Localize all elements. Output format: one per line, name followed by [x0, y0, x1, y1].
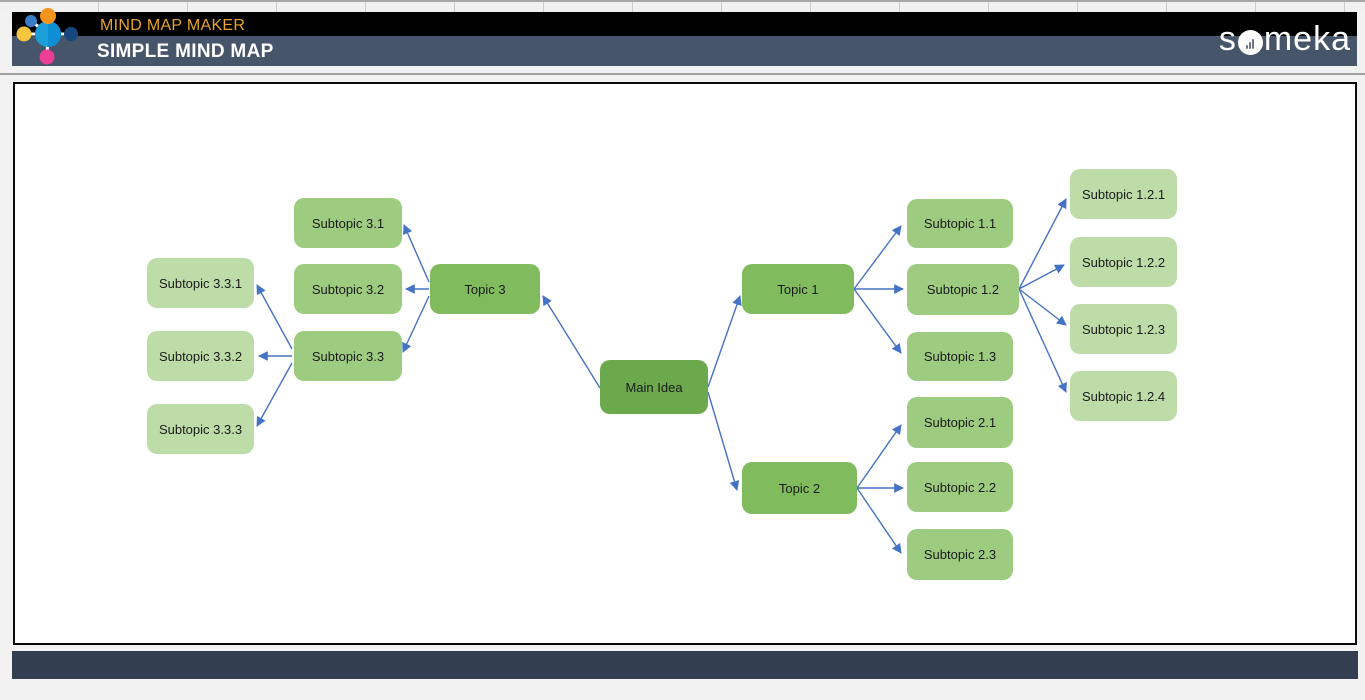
- connector-arrow-topic-3-to-subtopic-3-1: [403, 224, 430, 283]
- someka-logo-text-right: meka: [1263, 20, 1351, 58]
- connector-arrow-subtopic-3-3-to-subtopic-3-3-3: [256, 362, 293, 427]
- connector-arrow-subtopic-1-2-to-subtopic-1-2-1: [1018, 198, 1067, 290]
- node-subtopic-2-2[interactable]: Subtopic 2.2: [907, 462, 1013, 512]
- node-subtopic-3-3-2[interactable]: Subtopic 3.3.2: [147, 331, 254, 381]
- someka-logo-chart-icon: [1237, 30, 1263, 55]
- connector-arrow-main-idea-to-topic-1: [707, 295, 742, 388]
- connector-layer: [256, 198, 1067, 554]
- node-subtopic-3-2[interactable]: Subtopic 3.2: [294, 264, 402, 314]
- connector-arrow-main-idea-to-topic-3: [542, 295, 601, 389]
- connector-arrow-main-idea-to-topic-2: [707, 391, 740, 491]
- node-topic-2[interactable]: Topic 2: [742, 462, 857, 514]
- app-title-bar: [12, 12, 1357, 36]
- page-title-bar: [12, 36, 1357, 66]
- node-subtopic-3-1[interactable]: Subtopic 3.1: [294, 198, 402, 248]
- node-subtopic-1-2-3[interactable]: Subtopic 1.2.3: [1070, 304, 1177, 354]
- node-subtopic-1-2[interactable]: Subtopic 1.2: [907, 264, 1019, 315]
- node-subtopic-1-2-1[interactable]: Subtopic 1.2.1: [1070, 169, 1177, 219]
- footer-bar: [12, 651, 1358, 679]
- node-subtopic-1-2-2[interactable]: Subtopic 1.2.2: [1070, 237, 1177, 287]
- someka-logo: s meka: [1219, 20, 1351, 59]
- connector-arrow-subtopic-1-2-to-subtopic-1-2-2: [1018, 264, 1065, 290]
- app-title: MIND MAP MAKER: [100, 17, 246, 34]
- connector-arrow-subtopic-3-3-to-subtopic-3-3-1: [256, 284, 293, 350]
- connector-arrow-topic-1-to-subtopic-1-3: [853, 288, 902, 354]
- node-subtopic-2-1[interactable]: Subtopic 2.1: [907, 397, 1013, 448]
- node-subtopic-2-3[interactable]: Subtopic 2.3: [907, 529, 1013, 580]
- mindmap-canvas: Main Idea Topic 1 Topic 2 Topic 3 Subtopic 1…: [13, 82, 1357, 645]
- connector-arrow-subtopic-1-2-to-subtopic-1-2-4: [1018, 288, 1067, 393]
- node-topic-3[interactable]: Topic 3: [430, 264, 540, 314]
- connector-arrow-subtopic-1-2-to-subtopic-1-2-3: [1018, 288, 1067, 326]
- node-subtopic-1-2-4[interactable]: Subtopic 1.2.4: [1070, 371, 1177, 421]
- node-subtopic-3-3[interactable]: Subtopic 3.3: [294, 331, 402, 381]
- node-subtopic-1-3[interactable]: Subtopic 1.3: [907, 332, 1013, 381]
- someka-logo-text-left: s: [1218, 20, 1237, 58]
- connector-arrow-topic-2-to-subtopic-2-1: [856, 424, 902, 489]
- node-subtopic-1-1[interactable]: Subtopic 1.1: [907, 199, 1013, 248]
- node-topic-1[interactable]: Topic 1: [742, 264, 854, 314]
- node-subtopic-3-3-3[interactable]: Subtopic 3.3.3: [147, 404, 254, 454]
- node-subtopic-3-3-1[interactable]: Subtopic 3.3.1: [147, 258, 254, 308]
- connector-arrow-topic-1-to-subtopic-1-1: [853, 225, 902, 290]
- page-title: SIMPLE MIND MAP: [97, 41, 274, 62]
- spreadsheet-grid-strip: [0, 0, 1365, 12]
- connector-arrow-topic-2-to-subtopic-2-3: [856, 487, 902, 554]
- mindmap-logo-icon: [16, 8, 80, 71]
- header-separator-line: [0, 73, 1365, 75]
- connector-arrow-topic-3-to-subtopic-3-3: [402, 295, 430, 353]
- node-main-idea[interactable]: Main Idea: [600, 360, 708, 414]
